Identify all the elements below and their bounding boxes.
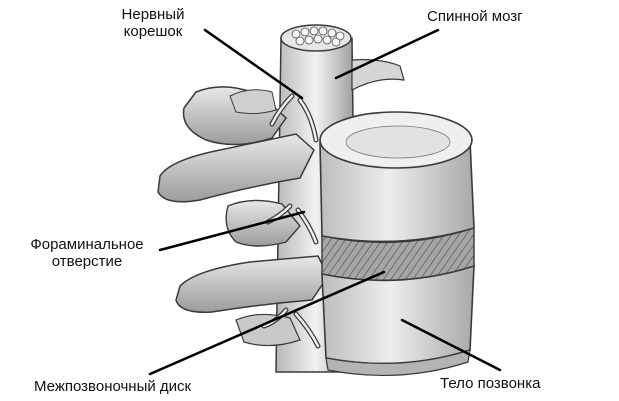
leader-disc xyxy=(148,270,386,376)
leader-spinal-cord xyxy=(334,28,440,80)
leader-lines xyxy=(148,28,502,376)
upper-vertebral-body xyxy=(319,111,475,243)
label-intervertebral-disc: Межпозвоночный диск xyxy=(34,378,192,395)
label-nerve-root: Нервный корешок xyxy=(121,6,185,40)
leader-foramen xyxy=(158,210,306,252)
label-vertebral-body: Тело позвонка xyxy=(440,375,541,392)
lower-vertebral-body xyxy=(321,264,475,377)
upper-vertebra-processes xyxy=(157,86,315,203)
label-spinal-cord: Спинной мозг xyxy=(427,8,523,25)
label-foramen: Фораминальное отверстие xyxy=(30,236,144,270)
leader-vertebral-body xyxy=(400,318,502,372)
leader-nerve-root xyxy=(203,28,304,100)
